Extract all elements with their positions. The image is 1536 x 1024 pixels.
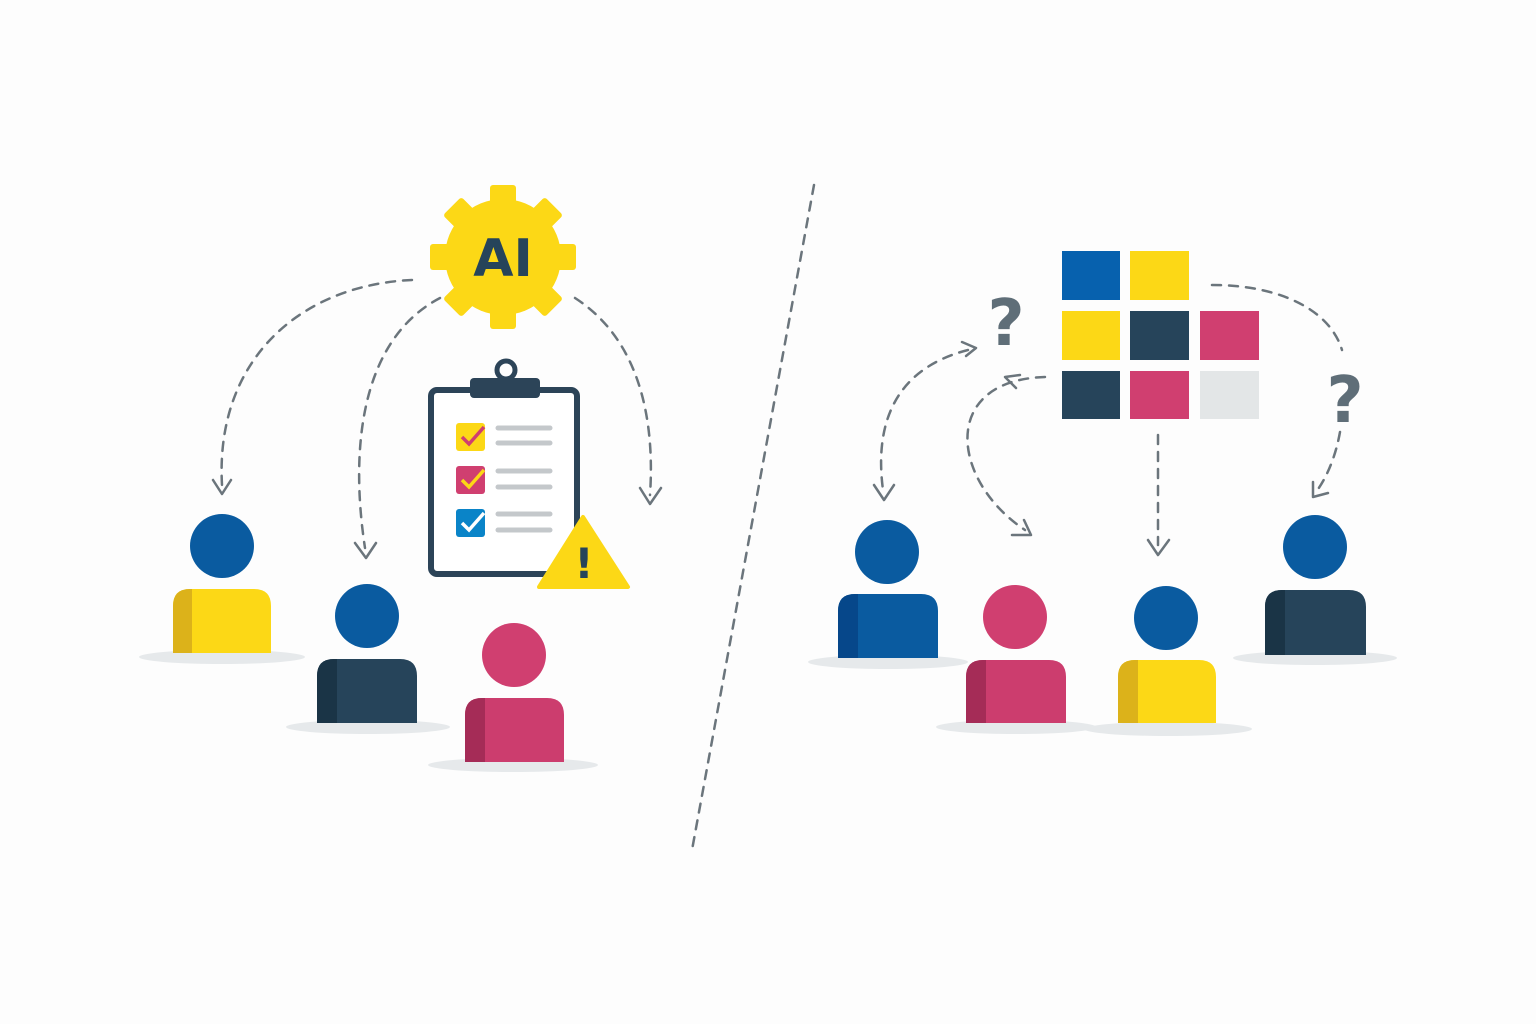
grid-arrows <box>872 283 1344 557</box>
checkbox-yellow <box>456 423 485 451</box>
arrow-to-right <box>573 296 653 497</box>
warning-label: ! <box>574 539 593 588</box>
checkbox-pink <box>456 466 485 494</box>
person-right-3 <box>1084 586 1252 736</box>
arrow-to-person-1 <box>220 278 414 487</box>
ai-gear-icon: AI <box>430 185 576 329</box>
ai-arrows <box>211 278 663 560</box>
clipboard-icon <box>428 358 580 577</box>
person-left-2 <box>286 584 450 734</box>
checkbox-blue <box>456 509 485 537</box>
person-right-4 <box>1233 515 1397 665</box>
person-left-1 <box>139 514 305 664</box>
person-right-2 <box>936 585 1096 734</box>
person-left-3 <box>428 623 598 772</box>
arrow-to-person-2 <box>357 296 442 550</box>
ai-label: AI <box>473 229 533 289</box>
person-right-1 <box>808 520 968 669</box>
divider-line <box>690 183 816 852</box>
warning-icon: ! <box>537 515 630 589</box>
color-grid <box>1062 251 1259 419</box>
question-mark-1: ? <box>987 287 1024 361</box>
question-mark-2: ? <box>1326 364 1363 438</box>
